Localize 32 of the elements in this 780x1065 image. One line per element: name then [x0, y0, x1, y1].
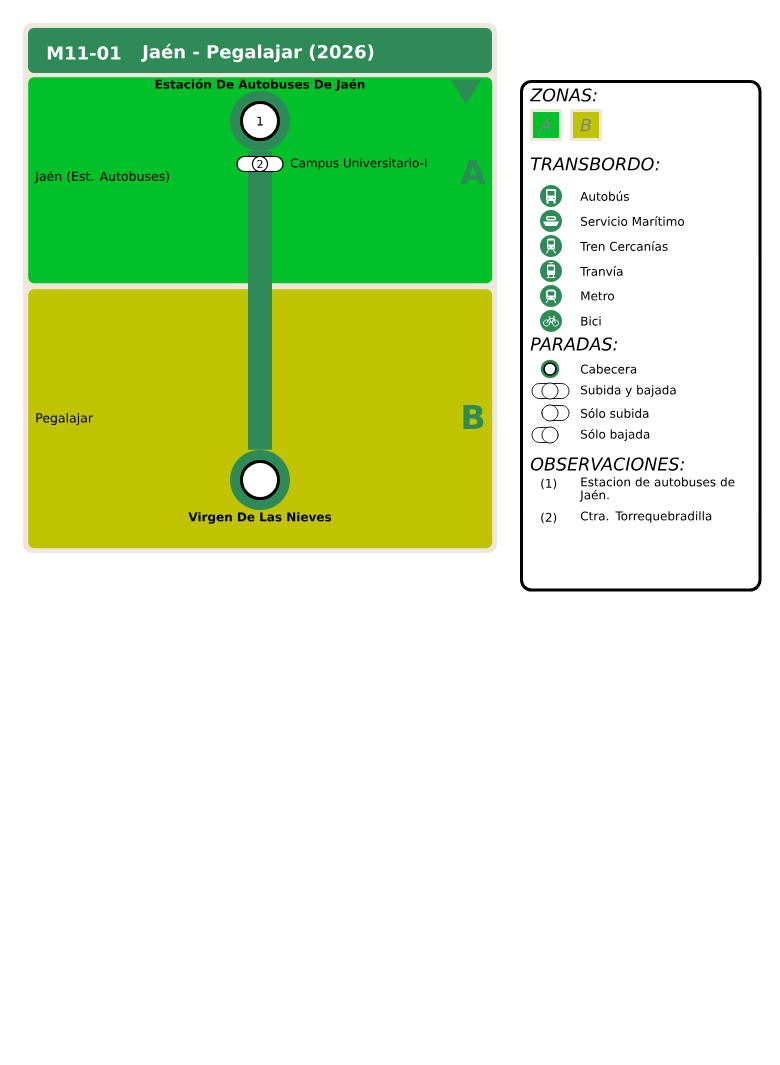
legend-label: Sólo bajada — [581, 428, 650, 442]
note-number: (1) — [541, 478, 557, 490]
section-heading: TRANSBORDO: — [530, 157, 660, 171]
legend-label: Sólo subida — [581, 408, 649, 418]
terminal-stop — [230, 450, 290, 510]
place-name: Jaén (Est. Autobuses) — [34, 170, 169, 184]
legend-label: Subida y bajada — [581, 385, 676, 397]
section-heading: OBSERVACIONES: — [530, 457, 684, 471]
legend-label: Cabecera — [580, 364, 637, 374]
legend-label: Tranvía — [580, 266, 623, 276]
note-text: Ctra. Torrequebradilla — [580, 511, 712, 523]
note-text: Estacion de autobuses de Jaén. — [579, 477, 735, 502]
route-code: M11-01 — [47, 46, 121, 60]
zone-letter: B — [463, 405, 484, 430]
stop-name: Estación De Autobuses De Jaén — [155, 79, 365, 91]
route-line — [248, 172, 272, 450]
legend-label: Bici — [581, 316, 601, 326]
zone-letter: B — [580, 118, 591, 132]
note-number: (2) — [541, 512, 557, 524]
section-heading: ZONAS: — [529, 88, 597, 102]
terminal-stop: 1 — [230, 91, 290, 151]
route-line — [248, 151, 272, 156]
stop-name: Virgen De Las Nieves — [188, 512, 332, 524]
section-heading: PARADAS: — [530, 337, 618, 351]
legend-label: Metro — [581, 291, 614, 301]
legend-label: Autobús — [580, 191, 629, 201]
zone-letter: A — [539, 118, 551, 132]
stop-name: Campus Universitario-I — [290, 158, 427, 170]
legend-label: Servicio Marítimo — [581, 216, 685, 226]
legend-label: Tren Cercanías — [580, 241, 668, 251]
title: Jaén - Pegalajar (2026) — [141, 43, 374, 63]
place-name: Pegalajar — [36, 412, 93, 426]
